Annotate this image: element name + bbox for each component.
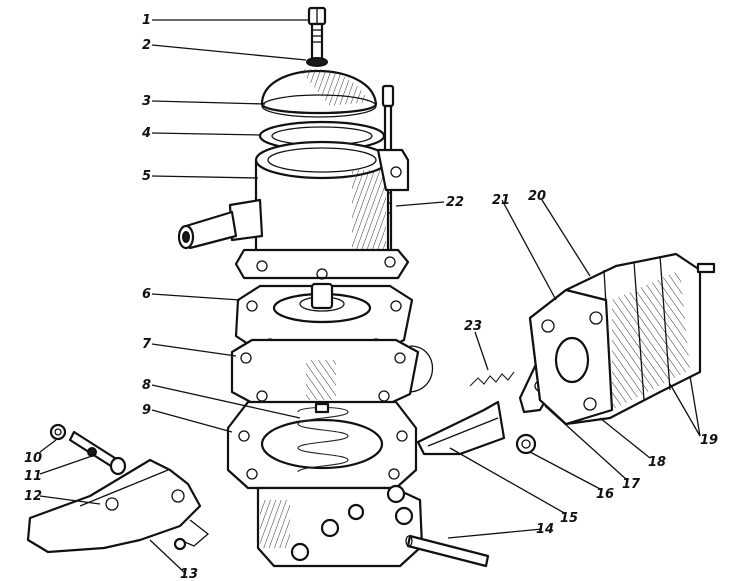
callout-17: 17 bbox=[622, 477, 641, 492]
washer-part bbox=[306, 57, 328, 67]
small-washer-part bbox=[49, 423, 67, 441]
callout-14: 14 bbox=[536, 522, 554, 537]
callout-7: 7 bbox=[142, 337, 152, 352]
callout-19: 19 bbox=[700, 433, 718, 448]
callout-18: 18 bbox=[648, 455, 666, 470]
bolt-part bbox=[307, 6, 327, 62]
callout-8: 8 bbox=[142, 378, 151, 393]
diaphragm-part bbox=[234, 282, 414, 354]
callout-4: 4 bbox=[141, 126, 151, 141]
callout-10: 10 bbox=[24, 451, 42, 466]
axle-part bbox=[68, 430, 127, 476]
pin-part bbox=[405, 534, 490, 568]
spring-part bbox=[297, 402, 349, 473]
callout-11: 11 bbox=[24, 469, 42, 484]
housing-block-part bbox=[528, 252, 716, 426]
callout-15: 15 bbox=[560, 511, 578, 526]
callout-12: 12 bbox=[24, 489, 42, 504]
callout-20: 20 bbox=[528, 189, 546, 204]
callout-2: 2 bbox=[142, 38, 151, 53]
lever-part bbox=[26, 458, 210, 554]
dome-cover-part bbox=[260, 68, 378, 118]
washer-16-part bbox=[515, 433, 537, 455]
gasket-plate-part bbox=[230, 338, 433, 408]
rocker-part bbox=[416, 400, 506, 456]
callout-9: 9 bbox=[142, 403, 151, 418]
callout-1: 1 bbox=[142, 13, 151, 28]
callout-22: 22 bbox=[446, 195, 464, 210]
leader-lines bbox=[39, 19, 701, 575]
callout-23: 23 bbox=[464, 319, 482, 334]
callout-16: 16 bbox=[596, 487, 614, 502]
callout-5: 5 bbox=[142, 169, 151, 184]
callout-13: 13 bbox=[180, 567, 198, 581]
lower-body-part bbox=[256, 484, 424, 568]
lower-flange-part bbox=[226, 400, 418, 490]
upper-body-part bbox=[177, 140, 410, 280]
callout-21: 21 bbox=[492, 193, 510, 208]
callout-3: 3 bbox=[142, 94, 151, 109]
callout-6: 6 bbox=[142, 287, 151, 302]
callout-labels: 1 2 3 4 5 6 7 8 9 10 11 12 13 14 15 16 1… bbox=[24, 13, 718, 581]
small-spring-part bbox=[469, 371, 515, 387]
